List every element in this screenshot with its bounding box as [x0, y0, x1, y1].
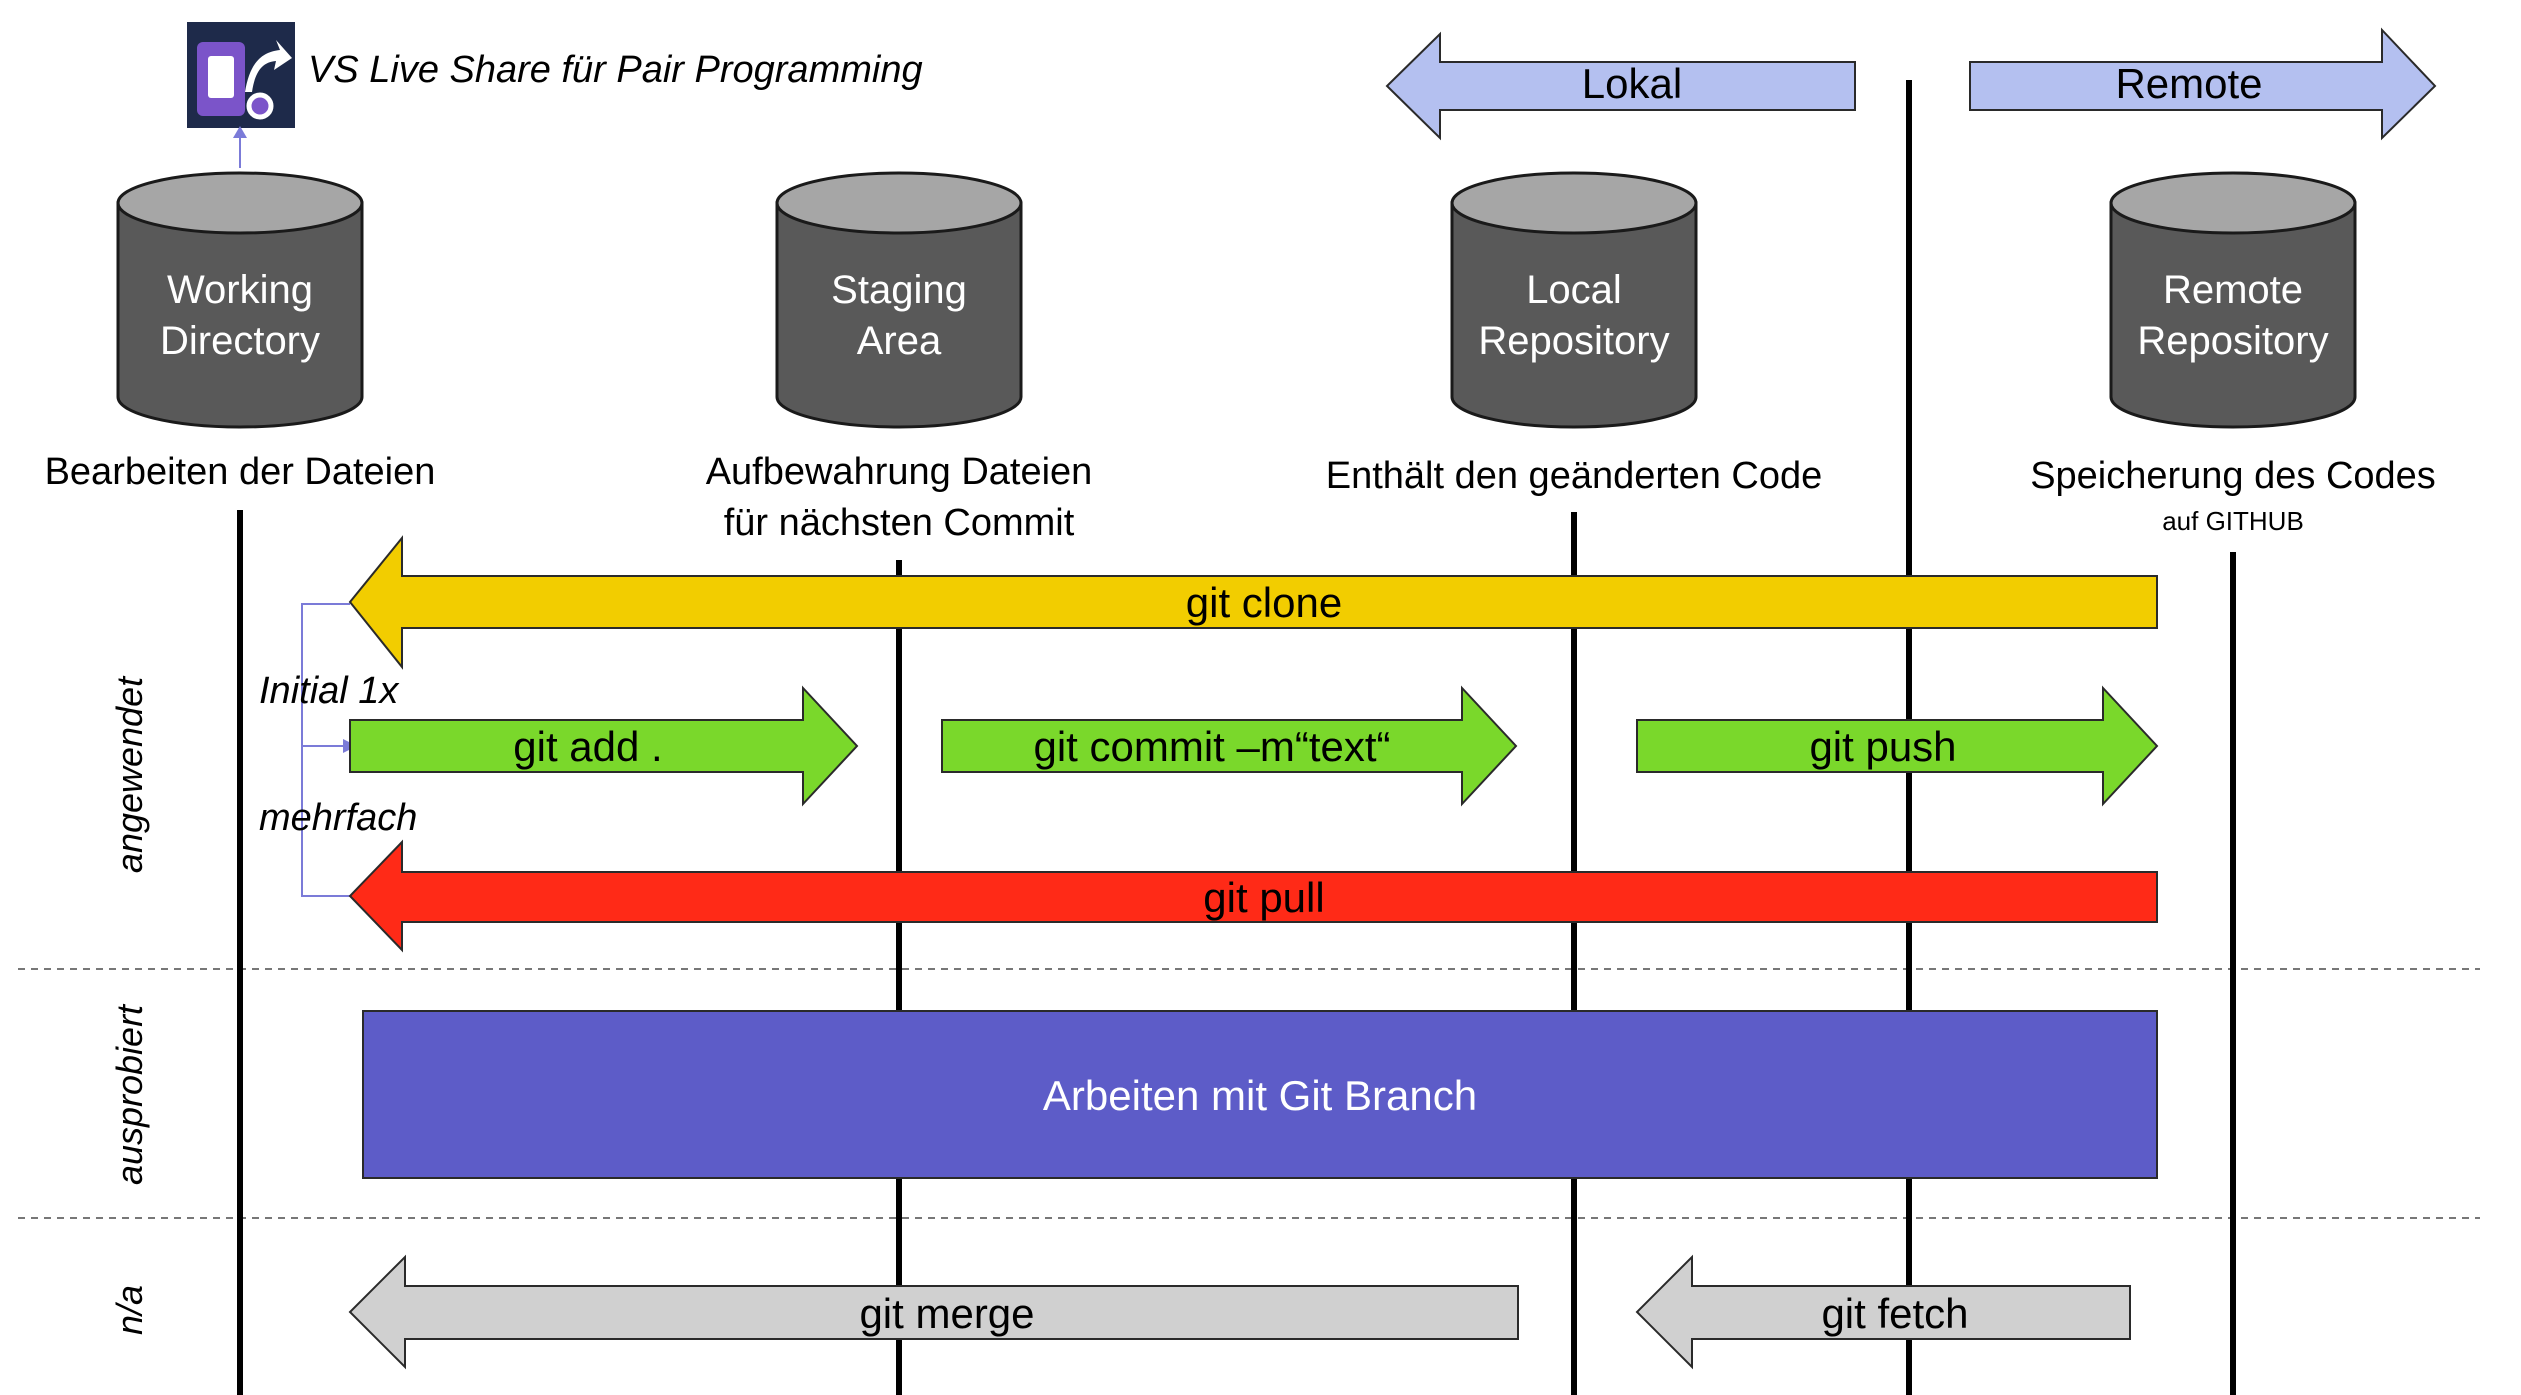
cylinder-staging-area: Staging Area: [775, 171, 1023, 429]
git-merge-label: git merge: [859, 1290, 1034, 1337]
stage-name-working-directory-1: Working: [167, 268, 313, 312]
git-add-label: git add .: [513, 723, 662, 770]
git-add-arrow: [349, 685, 859, 807]
git-commit-arrow: [941, 685, 1518, 807]
git-fetch-arrow: [1635, 1254, 2131, 1370]
stage-desc-staging-area-2: für nächsten Commit: [724, 502, 1075, 544]
cylinder-local-repository: Local Repository: [1450, 171, 1698, 429]
git-push-label: git push: [1809, 723, 1956, 770]
cylinder-working-directory: Working Directory: [116, 171, 364, 429]
frequency-initial: Initial 1x: [259, 670, 400, 712]
git-clone-arrow: [348, 535, 2158, 670]
stage-name-local-repository-1: Local: [1526, 268, 1622, 312]
stage-desc-remote-repository-1: Speicherung des Codes: [2030, 455, 2436, 497]
lokal-arrow: [1385, 31, 1856, 141]
category-label-applied: angewendet: [109, 675, 150, 873]
stage-desc-local-repository: Enthält den geänderten Code: [1326, 455, 1823, 497]
vs-live-share-icon: [187, 22, 295, 128]
stage-name-working-directory-2: Directory: [160, 319, 320, 363]
frequency-multiple: mehrfach: [259, 797, 417, 839]
git-pull-label: git pull: [1203, 874, 1324, 921]
icon-connector-arrowhead: [233, 126, 247, 138]
git-push-arrow: [1636, 685, 2159, 807]
stage-desc-working-directory: Bearbeiten der Dateien: [45, 451, 436, 493]
git-branch-label: Arbeiten mit Git Branch: [1043, 1072, 1477, 1119]
stage-name-staging-area-1: Staging: [831, 268, 967, 312]
stage-name-local-repository-2: Repository: [1478, 319, 1669, 363]
remote-label: Remote: [2115, 60, 2262, 107]
stage-desc-staging-area-1: Aufbewahrung Dateien: [706, 451, 1093, 493]
stage-desc-remote-repository-2: auf GITHUB: [2162, 506, 2304, 536]
stage-name-remote-repository-2: Repository: [2137, 319, 2328, 363]
stage-name-remote-repository-1: Remote: [2163, 268, 2303, 312]
category-label-na: n/a: [109, 1285, 150, 1335]
git-commit-label: git commit –m“text“: [1033, 723, 1390, 770]
cylinder-remote-repository: Remote Repository: [2109, 171, 2357, 429]
git-pull-arrow: [348, 839, 2158, 953]
stage-name-staging-area-2: Area: [857, 319, 942, 363]
remote-arrow: [1969, 27, 2437, 141]
git-clone-label: git clone: [1186, 579, 1342, 626]
lokal-label: Lokal: [1582, 60, 1682, 107]
git-merge-arrow: [348, 1254, 1519, 1370]
page-title: VS Live Share für Pair Programming: [308, 49, 923, 91]
git-fetch-label: git fetch: [1821, 1290, 1968, 1337]
frequency-bracket: [301, 603, 350, 897]
category-label-tried: ausprobiert: [109, 1003, 150, 1185]
git-branch-box: [362, 1010, 2158, 1179]
